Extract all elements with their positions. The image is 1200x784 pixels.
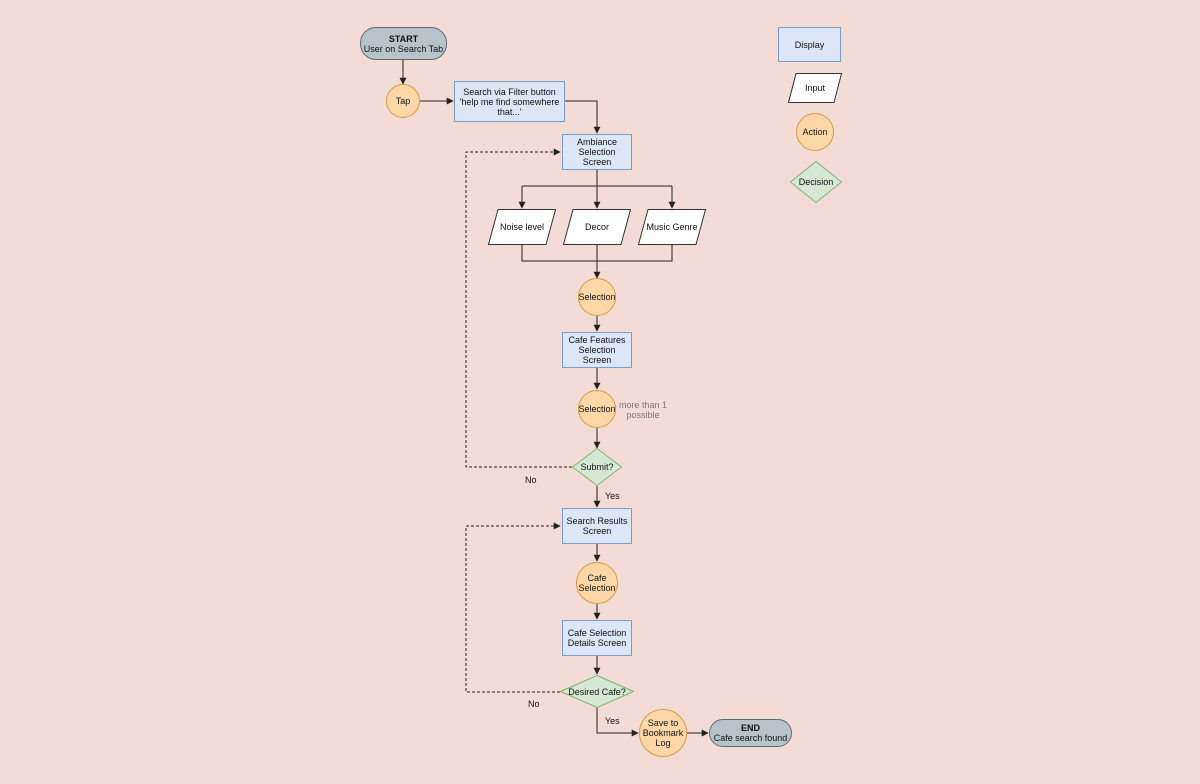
start-title: START xyxy=(388,33,419,44)
edge-submit-no-loop xyxy=(465,148,572,468)
search-results-node: Search Results Screen xyxy=(562,508,632,544)
multi-selection-note: more than 1 possible xyxy=(618,400,668,420)
noise-level-node: Noise level xyxy=(488,209,556,245)
desired-yes-label: Yes xyxy=(605,716,620,726)
cafe-selection-node: Cafe Selection xyxy=(576,562,618,604)
start-text: User on Search Tab xyxy=(363,43,444,54)
end-text: Cafe search found xyxy=(713,733,788,743)
legend-decision-text: Decision xyxy=(798,177,834,187)
submit-text: Submit? xyxy=(580,462,614,472)
desired-cafe-decision-node: Desired Cafe? xyxy=(560,675,634,708)
selection-node-2: Selection xyxy=(578,390,616,428)
legend-action-text: Action xyxy=(802,127,828,137)
search-filter-node: Search via Filter button 'help me find s… xyxy=(454,81,565,122)
search-results-text: Search Results Screen xyxy=(566,516,628,536)
end-title: END xyxy=(740,723,760,733)
edge-ambiance-inputs xyxy=(522,170,672,187)
submit-decision-node: Submit? xyxy=(572,448,622,486)
cafe-details-node: Cafe Selection Details Screen xyxy=(562,620,632,656)
music-genre-node: Music Genre xyxy=(638,209,706,245)
legend-action: Action xyxy=(796,113,834,151)
save-bookmark-text: Save to Bookmark Log xyxy=(642,718,684,748)
submit-no-label: No xyxy=(525,475,537,485)
desired-cafe-text: Desired Cafe? xyxy=(568,686,626,697)
tap-text: Tap xyxy=(395,96,411,106)
noise-level-text: Noise level xyxy=(499,222,545,232)
cafe-selection-text: Cafe Selection xyxy=(578,573,616,593)
edge-desired-no-loop xyxy=(465,522,561,693)
decor-text: Decor xyxy=(584,222,609,232)
cafe-features-node: Cafe Features Selection Screen xyxy=(562,332,632,368)
save-bookmark-node: Save to Bookmark Log xyxy=(639,709,687,757)
tap-node: Tap xyxy=(386,84,420,118)
cafe-details-text: Cafe Selection Details Screen xyxy=(567,628,627,648)
legend-display: Display xyxy=(778,27,841,62)
edge-desired-save xyxy=(596,708,639,737)
submit-yes-label: Yes xyxy=(605,491,620,501)
legend-input: Input xyxy=(788,73,842,103)
search-filter-text: Search via Filter button 'help me find s… xyxy=(459,86,560,117)
decor-node: Decor xyxy=(563,209,631,245)
ambiance-node: Ambiance Selection Screen xyxy=(562,134,632,170)
selection-text-1: Selection xyxy=(578,292,616,302)
ambiance-text: Ambiance Selection Screen xyxy=(576,137,618,167)
desired-no-label: No xyxy=(528,699,540,709)
selection-node-1: Selection xyxy=(578,278,616,316)
selection-text-2: Selection xyxy=(578,404,616,414)
music-genre-text: Music Genre xyxy=(646,222,698,232)
cafe-features-text: Cafe Features Selection Screen xyxy=(568,335,626,365)
legend-decision: Decision xyxy=(790,161,842,203)
edge-search-ambiance xyxy=(565,100,601,134)
legend-display-text: Display xyxy=(794,39,825,50)
legend-input-text: Input xyxy=(804,83,826,93)
